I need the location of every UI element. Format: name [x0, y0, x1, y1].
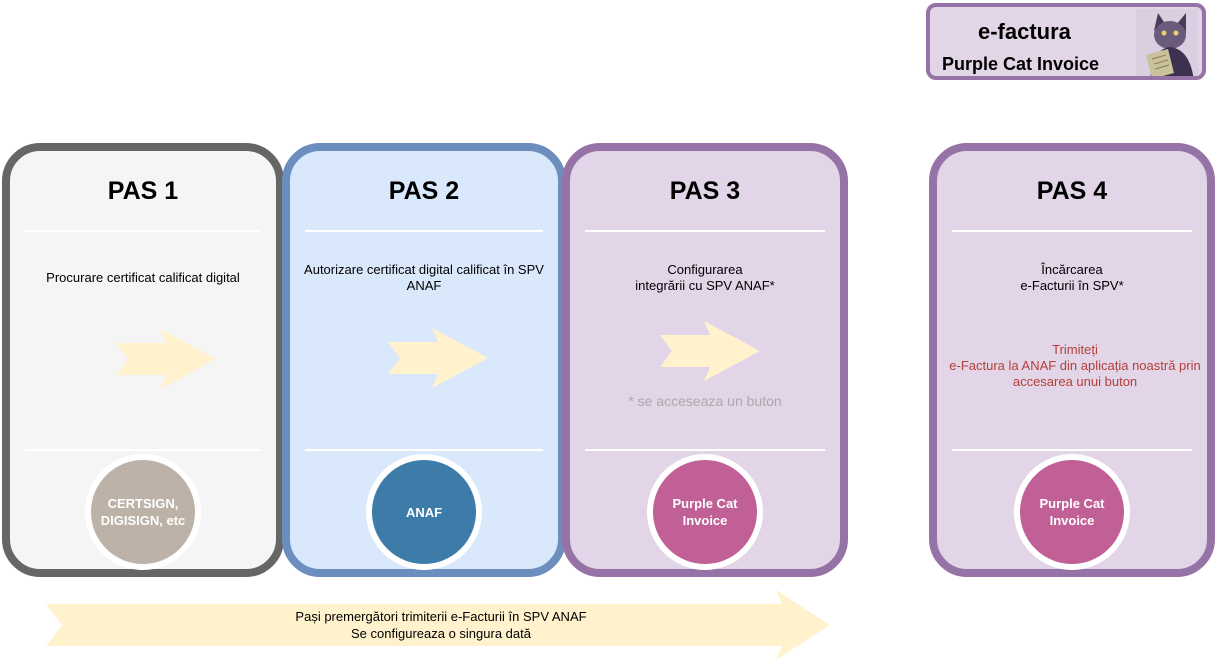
step-description-line: Autorizare certificat digital calificat …	[304, 262, 544, 277]
divider	[585, 230, 825, 232]
bottom-caption: Pași premergători trimiterii e-Facturii …	[200, 608, 682, 642]
divider	[585, 449, 825, 451]
bottom-caption-line: Se configureaza o singura dată	[351, 626, 531, 641]
brand-subtitle: Purple Cat Invoice	[942, 54, 1100, 74]
provider-circle-certsign: CERTSIGN, DIGISIGN, etc	[85, 454, 201, 570]
divider	[952, 230, 1192, 232]
step-description-line: Configurarea	[667, 262, 743, 277]
step-description-line: integrării cu SPV ANAF*	[635, 278, 775, 293]
step-description-line: ANAF	[406, 278, 442, 293]
step-description: Configurarea integrării cu SPV ANAF*	[570, 262, 840, 294]
step-description-line: e-Facturii în SPV*	[1020, 278, 1124, 293]
bottom-arrow-icon	[46, 590, 830, 660]
step-description: Autorizare certificat digital calificat …	[290, 262, 558, 294]
step-card-3: PAS 3 Configurarea integrării cu SPV ANA…	[562, 143, 848, 577]
purple-cat-reading-icon	[1136, 9, 1198, 76]
circle-label-line: ANAF	[405, 504, 443, 520]
step-title: PAS 1	[107, 177, 179, 205]
step-action-line: Trimiteți	[1052, 342, 1098, 357]
arrow-right-icon	[388, 328, 488, 388]
step-title: PAS 4	[1036, 177, 1108, 205]
divider	[305, 230, 543, 232]
bottom-caption-line: Pași premergători trimiterii e-Facturii …	[295, 609, 587, 624]
step-action-text: Trimiteți e-Factura la ANAF din aplicați…	[937, 342, 1213, 390]
arrow-right-icon	[116, 329, 216, 389]
circle-label-line: CERTSIGN,	[107, 496, 179, 511]
divider	[305, 449, 543, 451]
circle-label-line: DIGISIGN, etc	[100, 513, 186, 528]
step-description-line: Încărcarea	[1041, 262, 1103, 277]
step-description: Încărcarea e-Facturii în SPV*	[937, 262, 1207, 294]
circle-label-line: Purple Cat	[672, 496, 738, 511]
divider	[952, 449, 1192, 451]
arrow-right-icon	[660, 321, 760, 381]
brand-title: e-factura	[978, 19, 1071, 44]
divider	[25, 449, 261, 451]
provider-circle-purple-cat: Purple Cat Invoice	[1014, 454, 1130, 570]
provider-circle-purple-cat: Purple Cat Invoice	[647, 454, 763, 570]
step-action-line: e-Factura la ANAF din aplicația noastră …	[949, 358, 1201, 373]
circle-label-line: Invoice	[682, 513, 728, 528]
step-note: * se acceseaza un buton	[628, 393, 782, 409]
circle-label-line: Invoice	[1049, 513, 1095, 528]
step-action-line: accesarea unui buton	[1012, 374, 1138, 389]
circle-label-line: Purple Cat	[1039, 496, 1105, 511]
divider	[25, 230, 261, 232]
step-description: Procurare certificat calificat digital	[10, 270, 276, 286]
provider-circle-anaf: ANAF	[366, 454, 482, 570]
step-description-text: Procurare certificat calificat digital	[46, 270, 240, 285]
step-card-2: PAS 2 Autorizare certificat digital cali…	[282, 143, 566, 577]
step-title: PAS 2	[388, 177, 460, 205]
step-card-1: PAS 1 Procurare certificat calificat dig…	[2, 143, 284, 577]
brand-badge: e-factura Purple Cat Invoice	[926, 3, 1206, 80]
step-card-4: PAS 4 Încărcarea e-Facturii în SPV* Trim…	[929, 143, 1215, 577]
step-title: PAS 3	[669, 177, 741, 205]
